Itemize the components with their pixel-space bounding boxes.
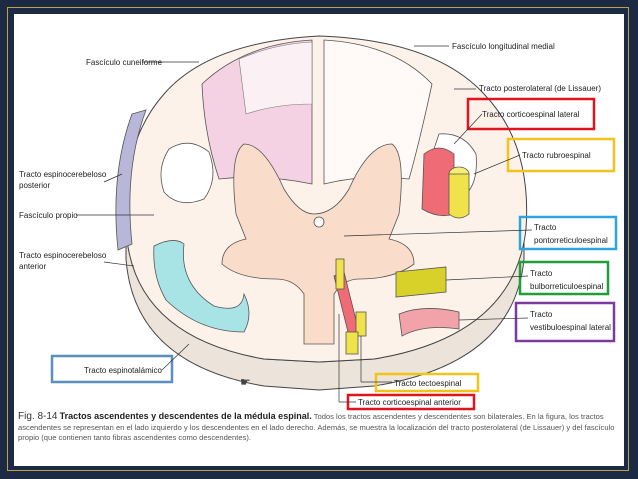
tectoespinal-tract-2 xyxy=(345,331,359,355)
left-dorsal-horn xyxy=(160,142,214,204)
gray-matter xyxy=(221,143,415,345)
label-rubroespinal: Tracto rubroespinal xyxy=(522,151,591,160)
label-tracto-posterolateral: Tracto posterolateral (de Lissauer) xyxy=(479,84,601,93)
figure-panel: Fascículo cuneiforme Tracto espinocerebe… xyxy=(14,14,624,466)
label-bulborreticuloespinal-2: bulborreticuloespinal xyxy=(530,282,604,291)
caption-title: Tractos ascendentes y descendentes de la… xyxy=(59,411,312,421)
label-espinocerebeloso-anterior-1: Tracto espinocerebeloso xyxy=(19,251,107,260)
highlight-pontorreticuloespinal xyxy=(518,215,618,251)
label-espinocerebeloso-anterior-2: anterior xyxy=(19,262,46,271)
highlight-rubroespinal xyxy=(506,137,616,173)
espinotalamico-tract xyxy=(153,240,250,333)
bulborreticuloespinal-tract xyxy=(395,266,447,298)
highlight-vestibuloespinal xyxy=(514,301,616,343)
highlight-bulborreticuloespinal xyxy=(518,260,610,296)
highlight-tectoespinal xyxy=(374,372,480,393)
figure-caption: Fig. 8-14 Tractos ascendentes y descende… xyxy=(18,411,620,444)
highlight-corticoespinal-lateral xyxy=(466,97,596,131)
label-espinotalamico: Tracto espinotalámico xyxy=(84,366,163,375)
fasciculo-gracil-region xyxy=(238,41,313,115)
label-espinocerebeloso-posterior-2: posterior xyxy=(19,181,50,190)
label-corticoespinal-lateral: Tracto corticoespinal lateral xyxy=(482,110,580,119)
label-vestibuloespinal-1: Tracto xyxy=(530,310,553,319)
caption-figure-number: Fig. 8-14 xyxy=(18,411,58,422)
label-tectoespinal: Tracto tectoespinal xyxy=(394,379,462,388)
rubroespinal-tract xyxy=(448,173,470,219)
label-espinocerebeloso-posterior-1: Tracto espinocerebeloso xyxy=(19,170,107,179)
highlight-espinotalamico xyxy=(50,354,174,384)
label-fasciculo-propio: Fascículo propio xyxy=(19,211,78,220)
label-fasciculo-cuneiforme: Fascículo cuneiforme xyxy=(86,58,163,67)
label-fasciculo-longitudinal-medial: Fascículo longitudinal medial xyxy=(452,42,555,51)
label-bulborreticuloespinal-1: Tracto xyxy=(530,269,553,278)
caption-text: Todos los tractos ascendentes y descende… xyxy=(18,412,615,442)
central-canal xyxy=(313,216,325,228)
hand-icon: ☛ xyxy=(240,375,251,389)
pontorreticuloespinal-tract xyxy=(335,258,345,290)
slide-frame xyxy=(7,7,629,471)
label-pontorreticuloespinal-2: pontorreticuloespinal xyxy=(534,236,608,245)
label-corticoespinal-anterior: Tracto corticoespinal anterior xyxy=(358,398,461,407)
spinal-cord-diagram: Fascículo cuneiforme Tracto espinocerebe… xyxy=(19,35,618,411)
label-vestibuloespinal-2: vestibuloespinal lateral xyxy=(530,323,611,332)
label-pontorreticuloespinal-1: Tracto xyxy=(534,223,557,232)
vestibuloespinal-tract xyxy=(398,308,460,337)
